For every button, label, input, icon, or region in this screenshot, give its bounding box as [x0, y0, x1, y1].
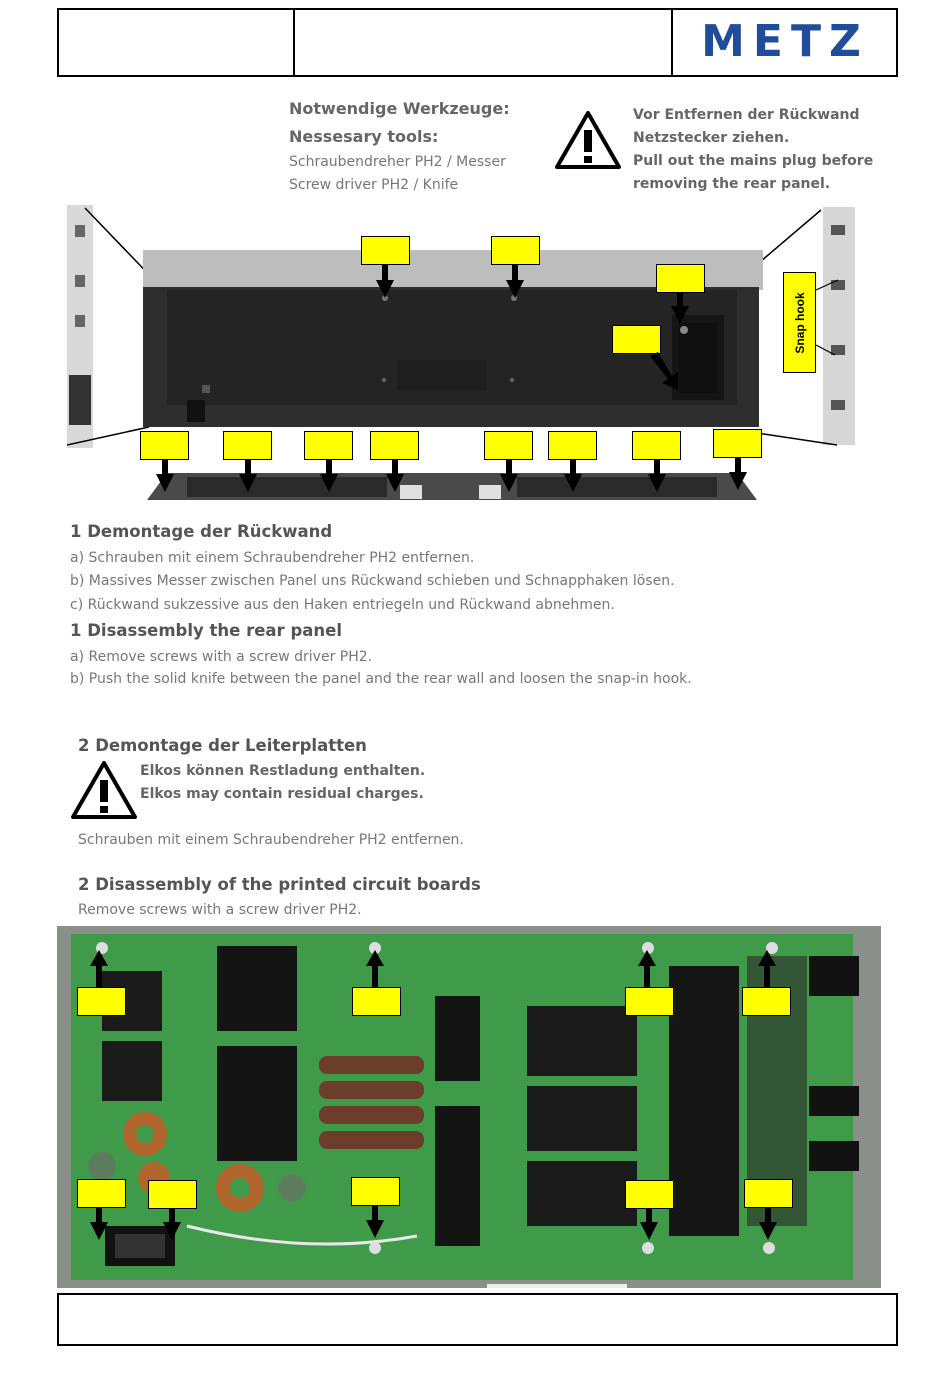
screw-marker: [491, 236, 540, 265]
screw-marker: [351, 1177, 400, 1206]
pcb-photo: [57, 926, 881, 1288]
snap-hook-label: Snap hook: [783, 272, 816, 373]
section-2-warning-de: Elkos können Restladung enthalten.: [140, 763, 426, 779]
header-cell-2: [293, 10, 673, 75]
arrows-figure-2: [90, 950, 777, 1240]
footer-box: [57, 1293, 898, 1346]
screw-marker: [625, 1180, 674, 1209]
warning-top-text: Vor Entfernen der Rückwand Netzstecker z…: [633, 107, 874, 192]
brand-logo: METZ: [701, 16, 869, 67]
section-1-step-c-de: c) Rückwand sukzessive aus den Haken ent…: [70, 597, 615, 613]
section-1-heading-en: 1 Disassembly the rear panel: [70, 621, 342, 640]
screw-marker: [612, 325, 661, 354]
screw-marker: [484, 431, 533, 460]
tools-line-en: Screw driver PH2 / Knife: [289, 177, 459, 193]
section-1-step-b-de: b) Massives Messer zwischen Panel uns Rü…: [70, 573, 675, 589]
section-2-instruction-en: Remove screws with a screw driver PH2.: [78, 902, 362, 918]
screw-marker: [223, 431, 272, 460]
tools-line-de: Schraubendreher PH2 / Messer: [289, 154, 506, 170]
section-1-step-a-en: a) Remove screws with a screw driver PH2…: [70, 649, 373, 665]
section-1-step-a-de: a) Schrauben mit einem Schraubendreher P…: [70, 550, 475, 566]
screw-marker: [148, 1180, 197, 1209]
screw-marker: [370, 431, 419, 460]
header-cell-1: [59, 10, 295, 75]
section-1-step-b-en: b) Push the solid knife between the pane…: [70, 671, 692, 687]
screw-marker: [77, 987, 126, 1016]
warning-triangle-icon: [555, 111, 621, 169]
tools-heading-de: Notwendige Werkzeuge:: [289, 99, 510, 118]
header-box: METZ: [57, 8, 898, 77]
screw-marker: [361, 236, 410, 265]
screw-marker: [744, 1179, 793, 1208]
screw-marker: [140, 431, 189, 460]
section-1-heading-de: 1 Demontage der Rückwand: [70, 522, 333, 541]
section-2-instruction-de: Schrauben mit einem Schraubendreher PH2 …: [78, 832, 464, 848]
section-2-heading-en: 2 Disassembly of the printed circuit boa…: [78, 875, 481, 894]
section-2-heading-de: 2 Demontage der Leiterplatten: [78, 736, 367, 755]
screw-marker: [77, 1179, 126, 1208]
section-2-warning-en: Elkos may contain residual charges.: [140, 786, 424, 802]
warning-triangle-icon: [71, 761, 137, 819]
screw-marker: [625, 987, 674, 1016]
tools-heading-en: Nessesary tools:: [289, 127, 439, 146]
arrows-figure-1: [156, 264, 839, 492]
